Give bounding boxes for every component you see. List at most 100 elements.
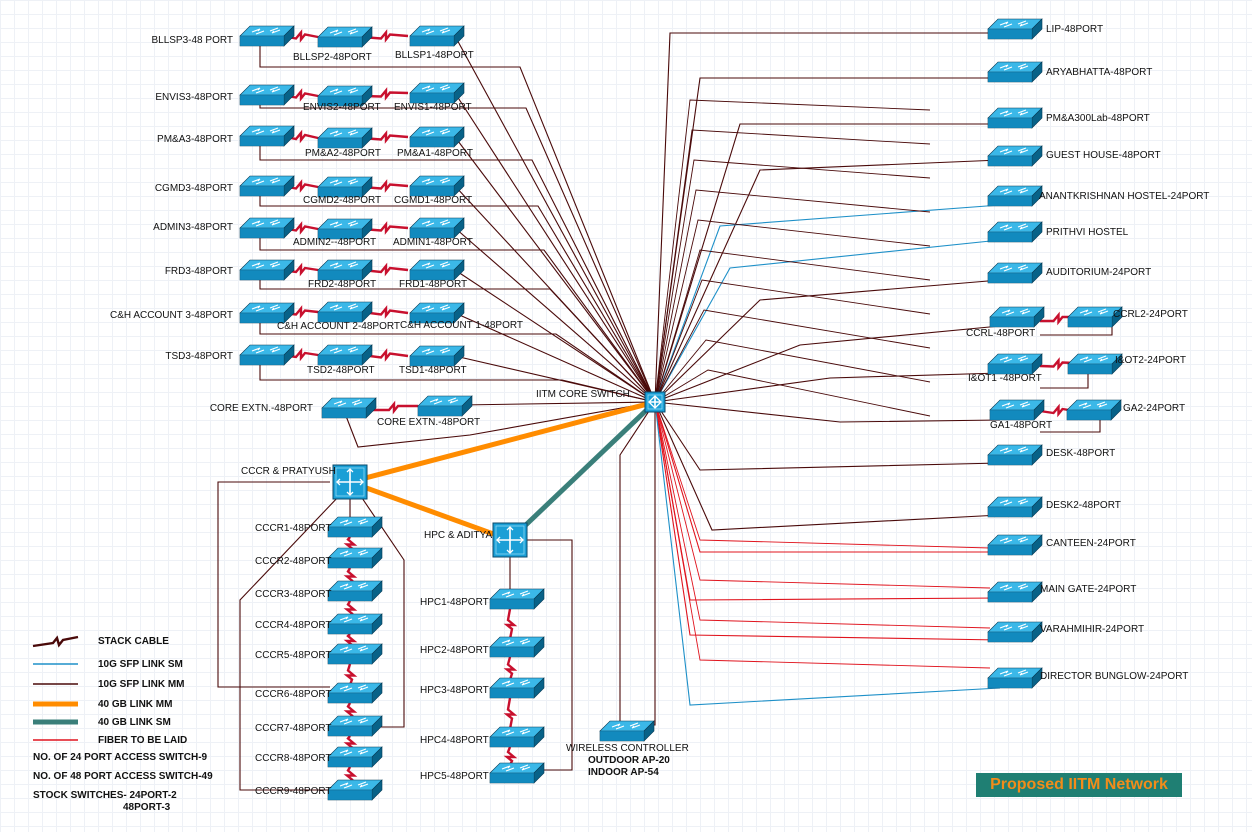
left-row-4-s2-switch bbox=[317, 176, 373, 198]
left-row-3-stack-a bbox=[281, 129, 319, 144]
stat-stock-24: STOCK SWITCHES- 24PORT-2 bbox=[33, 790, 177, 801]
cccr-to-cccr7-link bbox=[359, 494, 405, 728]
right-label-lip: LIP-48PORT bbox=[1046, 24, 1104, 35]
right-label-auditorium: AUDITORIUM-24PORT bbox=[1046, 267, 1152, 278]
hpc-stack-3 bbox=[503, 697, 518, 730]
right-label-canteen: CANTEEN-24PORT bbox=[1046, 538, 1136, 549]
left-row-2-main-switch bbox=[239, 84, 295, 106]
outdoor-ap-label: OUTDOOR AP-20 bbox=[588, 755, 670, 766]
cccr8-label: CCCR8-48PORT bbox=[255, 753, 332, 764]
right-canteen-link bbox=[654, 401, 1000, 553]
cccr9-label: CCCR9-48PORT bbox=[255, 786, 332, 797]
left-row-3-s1-link bbox=[454, 136, 656, 403]
left-row-1-s1-switch bbox=[409, 25, 465, 47]
hpc-stack-2 bbox=[503, 656, 518, 681]
left-row-7-main-link bbox=[259, 323, 656, 403]
left-row-4-main-label: CGMD3-48PORT bbox=[154, 183, 233, 194]
left-row-5-s1-switch bbox=[409, 217, 465, 239]
left-row-4-stack-b bbox=[361, 179, 409, 193]
iot2-side-link bbox=[1040, 372, 1089, 389]
fan-mm-9 bbox=[654, 339, 931, 403]
left-row-3-s2-label: PM&A2-48PORT bbox=[305, 148, 381, 159]
left-row-1-main-switch bbox=[239, 25, 295, 47]
indoor-ap-label: INDOOR AP-54 bbox=[588, 767, 659, 778]
cccr-core-label: CCCR & PRATYUSH bbox=[241, 466, 336, 477]
left-row-3-s1-switch bbox=[409, 126, 465, 148]
wireless-link-a bbox=[619, 401, 656, 725]
legend-40gb-sm: 40 GB LINK SM bbox=[98, 717, 171, 728]
right-label-ccrl2: CCRL2-24PORT bbox=[1113, 309, 1188, 320]
core-extn-second-switch bbox=[417, 395, 473, 417]
left-row-7-main-label: C&H ACCOUNT 3-48PORT bbox=[110, 310, 233, 321]
left-row-5-stack-b bbox=[361, 221, 409, 235]
cccr4-label: CCCR4-48PORT bbox=[255, 620, 332, 631]
stat-24port: NO. OF 24 PORT ACCESS SWITCH-9 bbox=[33, 752, 208, 763]
left-row-3-s1-label: PM&A1-48PORT bbox=[397, 148, 473, 159]
cccr-to-cccr6-link bbox=[217, 481, 330, 688]
hpc-core-label: HPC & ADITYA bbox=[424, 530, 493, 541]
left-row-6-main-label: FRD3-48PORT bbox=[164, 266, 233, 277]
hpc2-label: HPC2-48PORT bbox=[420, 645, 489, 656]
left-row-1-stack-a bbox=[281, 29, 319, 43]
left-row-1-stack-b bbox=[361, 29, 409, 43]
left-row-8-main-label: TSD3-48PORT bbox=[165, 351, 233, 362]
left-row-5-s1-label: ADMIN1-48PORT bbox=[393, 237, 473, 248]
right-aryabhatta-link bbox=[654, 77, 1000, 403]
left-row-7-stack-a bbox=[281, 305, 319, 319]
legend-40gb-mm: 40 GB LINK MM bbox=[98, 699, 173, 710]
cccr-stack-5 bbox=[343, 663, 358, 686]
right-pma300lab-switch bbox=[987, 107, 1043, 129]
stat-stock-48: 48PORT-3 bbox=[123, 802, 171, 813]
left-row-1-s1-label: BLLSP1-48PORT bbox=[395, 50, 474, 61]
left-row-4-stack-a bbox=[281, 179, 319, 193]
cccr2-label: CCCR2-48PORT bbox=[255, 556, 332, 567]
right-label-director-bunglow: DIRECTOR BUNGLOW-24PORT bbox=[1040, 671, 1189, 682]
hpc3-label: HPC3-48PORT bbox=[420, 685, 489, 696]
left-row-8-s2-label: TSD2-48PORT bbox=[307, 365, 375, 376]
hpc4-label: HPC4-48PORT bbox=[420, 735, 489, 746]
cccr7-label: CCCR7-48PORT bbox=[255, 723, 332, 734]
left-row-5-main-link bbox=[259, 238, 656, 403]
right-main-gate-link bbox=[654, 401, 1001, 601]
right-director-bunglow-link bbox=[654, 401, 1001, 706]
left-row-7-main-switch bbox=[239, 302, 295, 324]
right-label-pma300lab: PM&A300Lab-48PORT bbox=[1046, 113, 1150, 124]
left-row-7-s1-link bbox=[454, 312, 656, 403]
right-ccrl-link bbox=[654, 325, 1001, 403]
hpc5-switch bbox=[489, 762, 545, 784]
left-row-3-s2-switch bbox=[317, 127, 373, 149]
left-row-8-stack-b bbox=[361, 348, 409, 362]
left-row-7-s1-switch bbox=[409, 302, 465, 324]
cccr2-switch bbox=[327, 547, 383, 569]
right-iot1-switch bbox=[987, 353, 1043, 375]
right-label-aryabhatta: ARYABHATTA-48PORT bbox=[1046, 67, 1153, 78]
left-row-7-stack-b bbox=[361, 305, 409, 319]
legend-10g-mm: 10G SFP LINK MM bbox=[98, 679, 185, 690]
fan-fiber-3 bbox=[654, 401, 991, 629]
right-pma300lab-link bbox=[654, 123, 1000, 403]
left-row-6-stack-b bbox=[361, 262, 409, 277]
left-row-4-main-link bbox=[259, 196, 656, 403]
left-row-5-s2-label: ADMIN2--48PORT bbox=[293, 237, 377, 248]
right-desk2-switch bbox=[987, 496, 1043, 518]
legend-fiber: FIBER TO BE LAID bbox=[98, 735, 188, 746]
hpc4-switch bbox=[489, 726, 545, 748]
right-label-ga2: GA2-24PORT bbox=[1123, 403, 1186, 414]
right-aryabhatta-switch bbox=[987, 61, 1043, 83]
ga2-side-link bbox=[1040, 420, 1101, 433]
right-auditorium-switch bbox=[987, 262, 1043, 284]
cccr7-switch bbox=[327, 715, 383, 737]
left-row-4-s1-label: CGMD1-48PORT bbox=[394, 195, 473, 206]
ga-stack bbox=[1039, 403, 1076, 418]
core-switch-label: IITM CORE SWITCH bbox=[536, 389, 630, 400]
right-auditorium-link bbox=[654, 279, 1001, 403]
iot-stack bbox=[1039, 357, 1076, 371]
right-lip-switch bbox=[987, 18, 1043, 40]
right-anantkrishnan-link bbox=[654, 204, 1001, 403]
legend-stack-cable: STACK CABLE bbox=[98, 636, 169, 647]
core-extn-link bbox=[345, 401, 656, 448]
hpc-to-hpc5-link bbox=[525, 539, 573, 771]
fan-mm-2 bbox=[654, 129, 931, 403]
ccrl2-side-link bbox=[1040, 327, 1113, 336]
